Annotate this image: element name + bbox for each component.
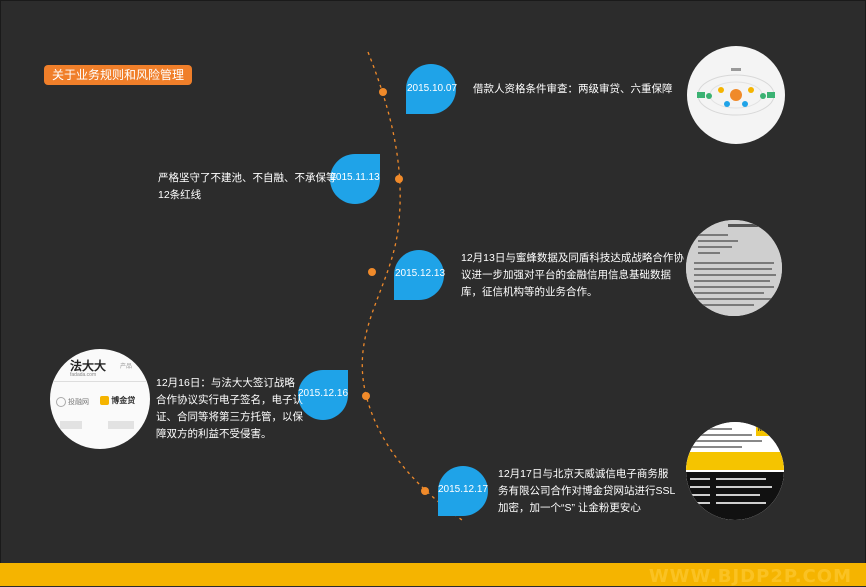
event-date: 2015.12.13 xyxy=(394,268,446,279)
partner-logo-faded xyxy=(60,421,82,429)
date-drop-marker xyxy=(394,250,444,300)
date-drop-marker xyxy=(298,370,348,420)
agreement-document-image xyxy=(686,220,782,316)
partner-logo-faded xyxy=(108,421,134,429)
event-text: 12月13日与蜜蜂数据及同盾科技达成战略合作协 议进一步加强对平台的金融信用信息… xyxy=(461,250,684,301)
event-text-line: 证、合同等将第三方托管，以保 xyxy=(156,411,303,423)
event-text-line: 合作协议实行电子签名，电子认 xyxy=(156,394,303,406)
norton-badge-label: Norton xyxy=(758,427,775,433)
timeline-dot xyxy=(395,175,403,183)
ssl-certificate-image: Norton xyxy=(686,422,784,520)
date-drop-marker xyxy=(330,154,380,204)
partner-logos-image: 法大大 fadada.com 产品 投融网 博金贷 xyxy=(50,349,150,449)
date-drop-marker xyxy=(406,64,456,114)
date-drop-marker xyxy=(438,466,488,516)
bojindai-icon xyxy=(100,396,109,406)
event-text-line: 务有限公司合作对博金贷网站进行SSL xyxy=(498,485,676,497)
event-date: 2015.12.17 xyxy=(437,484,489,495)
event-text-line: 库，征信机构等的业务合作。 xyxy=(461,286,598,298)
certificate-graphic xyxy=(686,422,784,520)
document-graphic xyxy=(686,220,782,316)
event-text-line: 障双方的利益不受侵害。 xyxy=(156,428,272,440)
event-date: 2015.12.16 xyxy=(297,388,349,399)
event-text: 12月16日：与法大大签订战略 合作协议实行电子签名，电子认 证、合同等将第三方… xyxy=(156,375,303,443)
fadada-logo-domain: fadada.com xyxy=(70,372,97,378)
timeline-dot xyxy=(379,88,387,96)
event-text-line: 议进一步加强对平台的金融信用信息基础数据 xyxy=(461,269,671,281)
tourong-logo-text: 投融网 xyxy=(67,399,89,406)
event-text-line: 12月16日：与法大大签订战略 xyxy=(156,377,295,389)
tourong-logo: 投融网 xyxy=(56,397,89,408)
timeline-dot xyxy=(368,268,376,276)
bojindai-logo: 博金贷 xyxy=(100,395,135,406)
event-text-line: 12月17日与北京天威诚信电子商务服 xyxy=(498,468,669,480)
risk-diagram-image xyxy=(687,46,785,144)
tourong-icon xyxy=(56,397,66,408)
watermark: WWW.BJDP2P.COM xyxy=(648,566,852,587)
timeline-dot xyxy=(362,392,370,400)
event-text-line: 加密，加一个“S” 让金粉更安心 xyxy=(498,502,641,514)
event-text: 12月17日与北京天威诚信电子商务服 务有限公司合作对博金贷网站进行SSL 加密… xyxy=(498,466,675,517)
event-text-line: 12条红线 xyxy=(158,189,202,201)
event-date: 2015.11.13 xyxy=(330,172,380,183)
event-date: 2015.10.07 xyxy=(406,83,458,94)
fadada-logo: 法大大 xyxy=(70,359,107,373)
event-text: 借款人资格条件审查：两级审贷、六重保障 xyxy=(473,83,673,95)
bojindai-logo-text: 博金贷 xyxy=(111,396,136,405)
event-text: 严格坚守了不建池、不自融、不承保等 12条红线 xyxy=(158,170,337,204)
timeline-dot xyxy=(421,487,429,495)
event-text-line: 严格坚守了不建池、不自融、不承保等 xyxy=(158,172,337,184)
footer-bar xyxy=(0,563,866,586)
diagram-graphic xyxy=(697,68,775,116)
fadada-nav-tab: 产品 xyxy=(120,364,133,370)
header-divider xyxy=(50,381,150,382)
event-text-line: 12月13日与蜜蜂数据及同盾科技达成战略合作协 xyxy=(461,252,684,264)
section-title: 关于业务规则和风险管理 xyxy=(44,65,193,85)
